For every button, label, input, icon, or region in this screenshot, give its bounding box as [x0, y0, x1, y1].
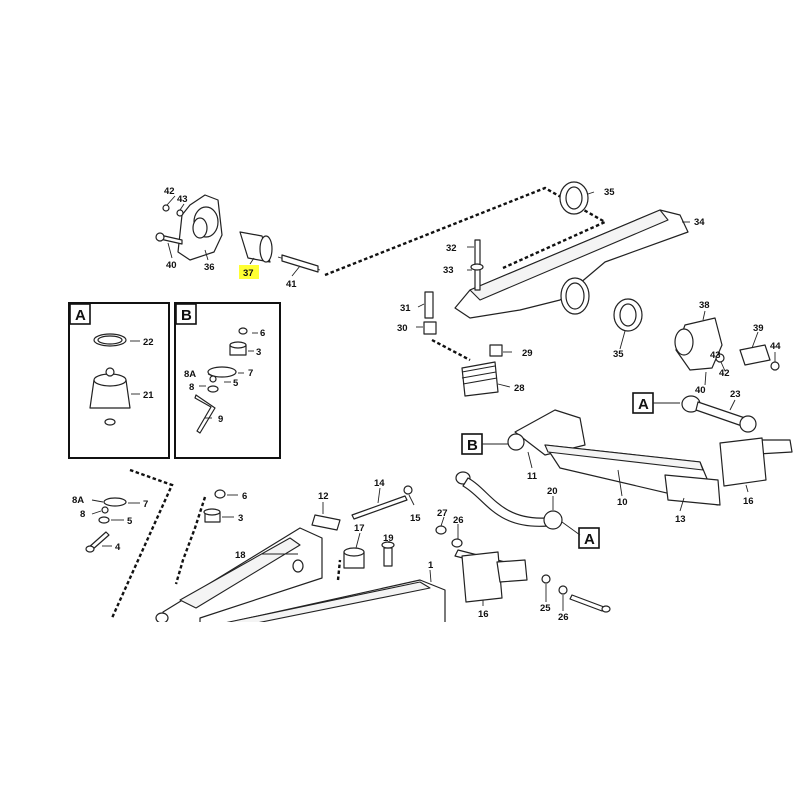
lower-right-hardware [435, 516, 611, 613]
callout-32: 32 [446, 243, 457, 254]
callout-30: 30 [397, 323, 408, 334]
callout-14: 14 [374, 478, 385, 489]
marker-a-lower: A [584, 531, 595, 548]
panel-b-letter: B [181, 307, 192, 324]
highlight-37 [239, 265, 259, 279]
callout-13: 13 [675, 514, 686, 525]
callout-39: 39 [753, 323, 764, 334]
callout-b-6: 6 [260, 328, 265, 339]
callout-12: 12 [318, 491, 329, 502]
callout-28: 28 [514, 383, 525, 394]
callout-40: 40 [166, 260, 177, 271]
curved-rod [455, 471, 563, 530]
callout-31: 31 [400, 303, 411, 314]
detail-panel-a [68, 302, 170, 459]
callout-35-mid: 35 [613, 349, 624, 360]
callout-15: 15 [410, 513, 421, 524]
callout-10: 10 [617, 497, 628, 508]
callout-lower-8a: 8A [72, 495, 84, 506]
callout-lower-8: 8 [80, 509, 85, 520]
callout-38: 38 [699, 300, 710, 311]
callout-1: 1 [428, 560, 434, 571]
callout-44: 44 [770, 341, 781, 352]
callout-27: 27 [437, 508, 448, 519]
panel-a-letter: A [75, 307, 86, 324]
callout-b-5: 5 [233, 378, 239, 389]
callout-40-right: 40 [695, 385, 706, 396]
callout-42: 42 [164, 186, 175, 197]
bracket-assembly [155, 194, 321, 277]
callout-lower-6: 6 [242, 491, 247, 502]
callout-29: 29 [522, 348, 533, 359]
callout-35-top: 35 [604, 187, 615, 198]
dashed-leader-17 [336, 559, 342, 581]
dashed-leader-mid [174, 496, 207, 585]
beam-assembly [416, 181, 690, 397]
crop-edge [0, 622, 800, 800]
callout-42-right: 42 [719, 368, 730, 379]
callout-37: 37 [243, 268, 254, 279]
callout-19: 19 [383, 533, 394, 544]
callout-43: 43 [177, 194, 188, 205]
callout-36: 36 [204, 262, 215, 273]
callout-18: 18 [235, 550, 246, 561]
dashed-leader-left [110, 468, 174, 619]
callout-b-9: 9 [218, 414, 223, 425]
lower-middle-bushing [203, 489, 238, 523]
torque-rod-right [681, 395, 793, 493]
callout-lower-3: 3 [238, 513, 243, 524]
callout-11: 11 [527, 471, 538, 482]
callout-16-right: 16 [743, 496, 754, 507]
callout-b-3: 3 [256, 347, 261, 358]
callout-17: 17 [354, 523, 365, 534]
marker-a-lower-box [578, 527, 600, 549]
callout-43-right: 43 [710, 350, 721, 361]
callout-25: 25 [540, 603, 551, 614]
callout-22: 22 [143, 337, 154, 348]
callout-lower-7: 7 [143, 499, 148, 510]
callout-26-upper: 26 [453, 515, 464, 526]
callout-21: 21 [143, 390, 154, 401]
right-bracket [674, 310, 780, 386]
callout-b-8a: 8A [184, 369, 196, 380]
callout-lower-5: 5 [127, 516, 133, 527]
trailing-arm [507, 409, 721, 512]
callout-34: 34 [694, 217, 705, 228]
callout-b-8: 8 [189, 382, 194, 393]
callout-23: 23 [730, 389, 741, 400]
callout-20: 20 [547, 486, 558, 497]
marker-a-right: A [638, 396, 649, 413]
lower-frame [155, 485, 446, 631]
callout-33: 33 [443, 265, 454, 276]
callout-41: 41 [286, 279, 297, 290]
lower-left-hardware [85, 497, 140, 553]
callout-b-7: 7 [248, 368, 253, 379]
marker-b: B [467, 437, 478, 454]
callout-16-lower: 16 [478, 609, 489, 620]
callout-lower-4: 4 [115, 542, 121, 553]
detail-panel-b [174, 302, 281, 459]
callout-26-lower: 26 [558, 612, 569, 623]
